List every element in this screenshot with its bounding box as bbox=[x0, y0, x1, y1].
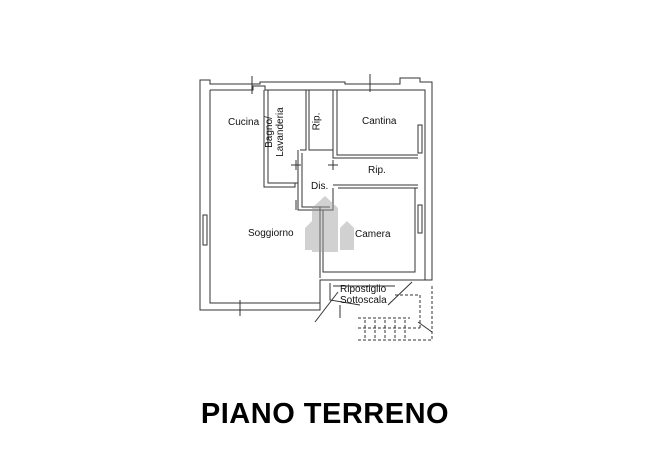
inner-outer-wall bbox=[209, 90, 320, 304]
room-label-cucina: Cucina bbox=[228, 117, 260, 128]
watermark-logo bbox=[305, 196, 354, 252]
room-label-dis: Dis. bbox=[311, 181, 329, 192]
ripostiglio-line2: Sottoscala bbox=[340, 295, 387, 306]
room-label-ripostiglio-sottoscala: Ripostiglio Sottoscala bbox=[340, 284, 387, 306]
room-label-rip-horizontal: Rip. bbox=[368, 165, 386, 176]
bagno-line2: Lavanderia bbox=[275, 107, 286, 157]
room-label-rip-vertical: Rip. bbox=[311, 112, 323, 131]
bagno-line1: Bagno/ bbox=[264, 116, 275, 148]
room-label-cantina: Cantina bbox=[362, 116, 397, 127]
floor-title: PIANO TERRENO bbox=[200, 398, 450, 430]
room-label-camera: Camera bbox=[355, 229, 391, 240]
ripostiglio-line1: Ripostiglio bbox=[340, 284, 387, 295]
room-label-soggiorno: Soggiorno bbox=[248, 228, 294, 239]
outer-wall bbox=[199, 77, 433, 311]
room-label-bagno-lavanderia: Bagno/ Lavanderia bbox=[264, 106, 288, 158]
